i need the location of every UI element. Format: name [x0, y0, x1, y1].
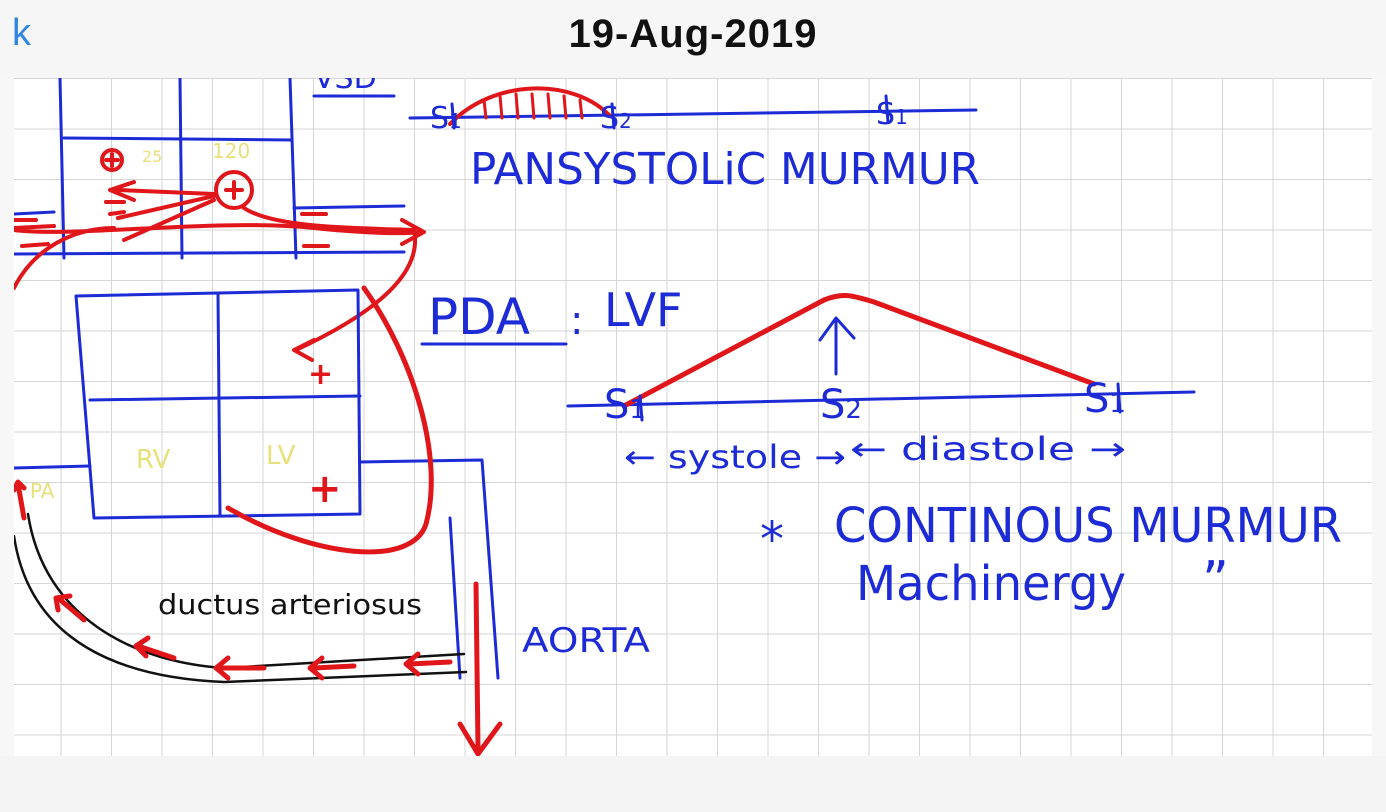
bullet-star: * — [760, 512, 784, 568]
continuous-murmur-diagram — [566, 293, 1196, 422]
continuous-murmur-label: CONTINOUS MURMUR — [834, 498, 1342, 554]
pansystolic-s1-left: S1 — [430, 101, 462, 136]
pda-s2: S2 — [820, 382, 862, 428]
rv-label: RV — [136, 445, 171, 475]
pansystolic-diagram — [408, 86, 978, 130]
pda-heart-sketch — [14, 288, 500, 680]
note-date-title: 19-Aug-2019 — [568, 12, 818, 56]
vsd-minus-signs — [14, 212, 330, 248]
ditto-mark: ” — [1202, 551, 1229, 611]
pansystolic-murmur-label: PANSYSTOLiC MURMUR — [470, 144, 980, 195]
systole-label: ← systole → — [624, 438, 846, 476]
machinery-label: Machinergy — [856, 556, 1126, 612]
rv-plus-sign: + — [308, 357, 333, 392]
diastole-label: ← diastole → — [850, 430, 1126, 468]
pda-s1-left: S1 — [604, 382, 646, 428]
vsd-heading: VSD — [314, 78, 377, 96]
navigation-bar: k 19-Aug-2019 — [0, 0, 1386, 78]
ductus-arteriosus-label: ductus arteriosus — [158, 588, 422, 621]
pansystolic-s1-right: S1 — [876, 97, 908, 132]
lv-label: LV — [266, 441, 296, 471]
pressure-120-label: 120 — [212, 139, 250, 163]
aorta-label: AORTA — [522, 621, 650, 661]
lvf-label: LVF — [604, 283, 683, 337]
pda-s1-right: S1 — [1084, 376, 1126, 422]
pda-colon: : — [570, 298, 583, 344]
back-button[interactable]: k — [12, 12, 31, 54]
pressure-25-label: 25 — [142, 147, 162, 166]
pda-red-flow — [14, 285, 503, 756]
pda-heading: PDA — [428, 288, 530, 346]
vsd-red-shunt — [14, 148, 426, 362]
bottom-toolbar — [0, 756, 1386, 812]
pansystolic-s2: S2 — [600, 101, 632, 136]
pa-label: PA — [30, 479, 55, 503]
handwritten-note-canvas[interactable]: VSD 25 120 — [14, 78, 1372, 756]
note-drawing: VSD 25 120 — [14, 78, 1342, 756]
lv-plus-sign: + — [308, 466, 342, 512]
ductus-arteriosus-vessel — [14, 512, 468, 684]
